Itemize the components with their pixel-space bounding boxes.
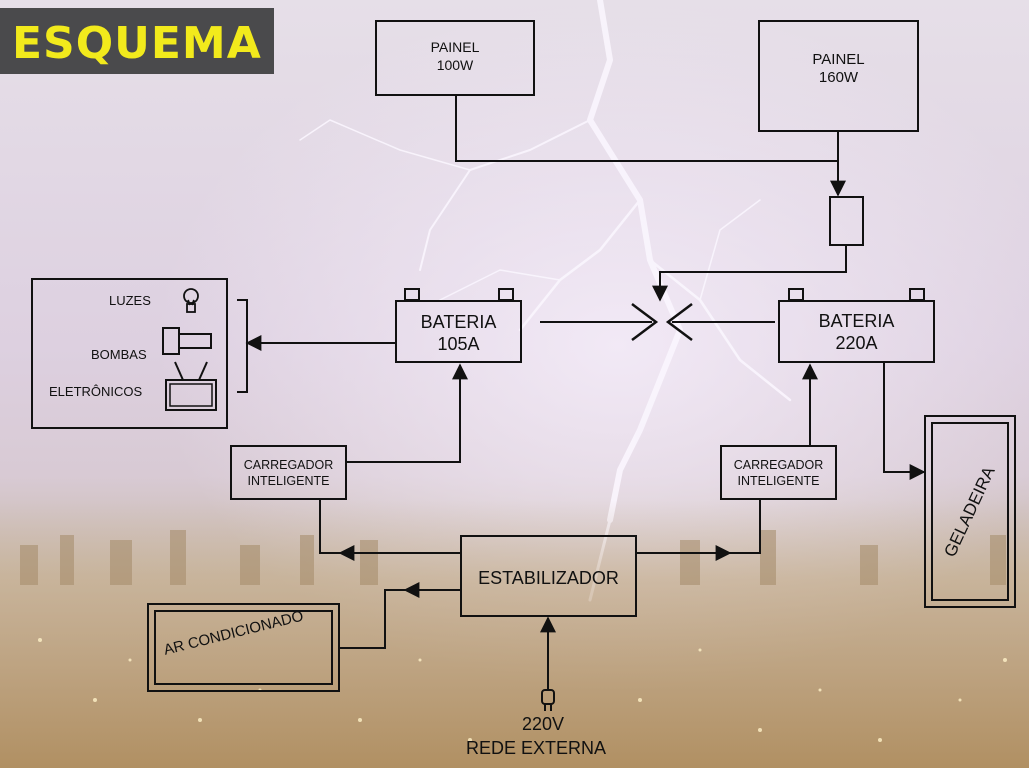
mains-voltage: 220V xyxy=(522,714,565,734)
panel-160w-line1: PAINEL xyxy=(812,51,865,68)
loads-box: LUZES BOMBAS ELETRÔNICOS xyxy=(31,278,228,429)
loads-bracket xyxy=(237,299,248,393)
charger-right: CARREGADOR INTELIGENTE xyxy=(720,445,837,500)
fridge-label: GELADEIRA xyxy=(940,463,999,560)
charger-right-line2: INTELIGENTE xyxy=(737,474,820,488)
charger-right-line1: CARREGADOR xyxy=(733,458,824,472)
pump-icon xyxy=(162,327,212,355)
wire-panel-100w xyxy=(455,95,838,162)
panel-100w-line1: PAINEL xyxy=(430,39,480,55)
battery-a-terminal-left xyxy=(404,288,420,301)
panel-160w: PAINEL 160W xyxy=(758,20,919,132)
plug-icon xyxy=(541,689,555,711)
battery-220a-line1: BATERIA xyxy=(818,311,895,331)
wire-stabilizer-ac xyxy=(340,589,460,649)
tv-icon xyxy=(165,361,217,411)
panel-100w-line2: 100W xyxy=(436,57,474,73)
charger-left-line1: CARREGADOR xyxy=(243,458,334,472)
battery-220a-line2: 220A xyxy=(835,333,878,353)
battery-105a-line2: 105A xyxy=(437,334,480,354)
stabilizer-box: ESTABILIZADOR xyxy=(460,535,637,617)
battery-b-terminal-left xyxy=(788,288,804,301)
wire-battery-b-fridge xyxy=(883,363,926,480)
charger-left: CARREGADOR INTELIGENTE xyxy=(230,445,347,500)
junction-chevron-right xyxy=(665,303,693,341)
air-conditioner-box: AR CONDICIONADO xyxy=(147,603,340,692)
fridge-box: GELADEIRA xyxy=(924,415,1016,608)
panel-160w-line2: 160W xyxy=(818,69,859,86)
load-luzes-label: LUZES xyxy=(109,293,151,308)
light-bulb-icon xyxy=(183,288,199,313)
fridge-inner-border: GELADEIRA xyxy=(931,422,1009,601)
title-banner: ESQUEMA xyxy=(0,8,274,74)
air-conditioner-label: AR CONDICIONADO xyxy=(161,607,306,659)
stabilizer-label: ESTABILIZADOR xyxy=(478,568,619,588)
battery-b-terminal-right xyxy=(909,288,925,301)
wire-stabilizer-charger-b xyxy=(637,500,761,554)
battery-220a: BATERIA 220A xyxy=(778,300,935,363)
battery-a-terminal-right xyxy=(498,288,514,301)
wire-stabilizer-charger-a xyxy=(319,500,460,554)
wire-charger-a-battery xyxy=(347,363,468,463)
mains-label: REDE EXTERNA xyxy=(466,738,607,758)
wire-controller-junction xyxy=(652,246,847,302)
battery-105a: BATERIA 105A xyxy=(395,300,522,363)
load-bombas-label: BOMBAS xyxy=(91,347,147,362)
charger-left-line2: INTELIGENTE xyxy=(247,474,330,488)
panel-100w: PAINEL 100W xyxy=(375,20,535,96)
junction-chevron-left xyxy=(631,303,659,341)
air-conditioner-inner-border: AR CONDICIONADO xyxy=(154,607,333,685)
battery-105a-line1: BATERIA xyxy=(420,312,497,332)
load-eletronicos-label: ELETRÔNICOS xyxy=(49,384,143,399)
page-title: ESQUEMA xyxy=(12,18,262,69)
charge-controller-box xyxy=(829,196,864,246)
